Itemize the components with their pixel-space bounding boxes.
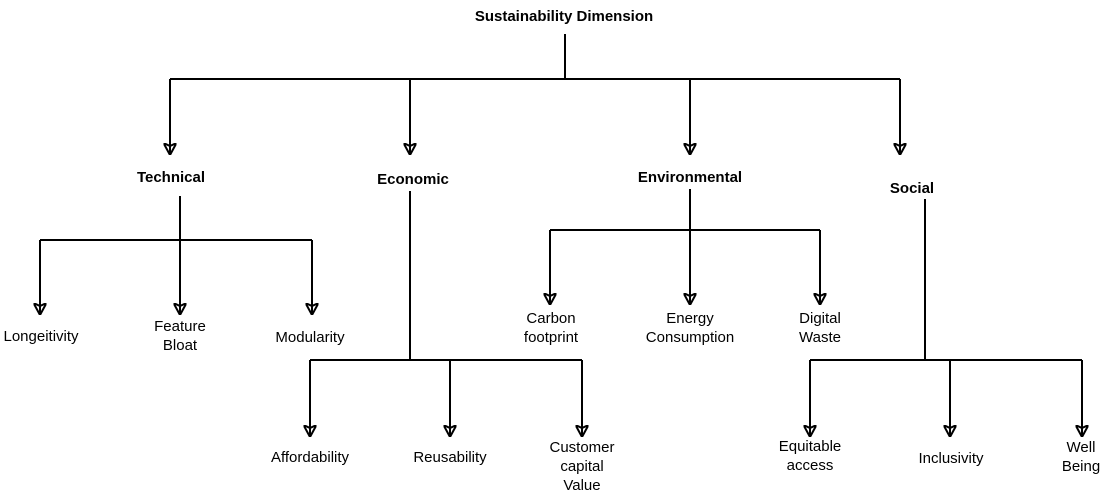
- node-reusability: Reusability: [413, 449, 487, 466]
- node-longeitivity: Longeitivity: [3, 328, 79, 345]
- node-affordability: Affordability: [270, 449, 350, 466]
- node-customer-capital-value: Customer capital Value: [549, 439, 615, 494]
- node-economic: Economic: [377, 171, 449, 188]
- node-digital-waste: Digital Waste: [799, 310, 841, 346]
- node-sustainability-dimension: Sustainability Dimension: [474, 8, 654, 25]
- node-well-being: Well Being: [1061, 439, 1101, 475]
- node-feature-bloat: Feature Bloat: [154, 318, 206, 354]
- node-technical: Technical: [136, 169, 206, 186]
- node-energy-consumption: Energy Consumption: [645, 310, 735, 346]
- node-carbon-footprint: Carbon footprint: [523, 310, 579, 346]
- node-equitable-access: Equitable access: [778, 438, 842, 474]
- node-inclusivity: Inclusivity: [918, 450, 984, 467]
- node-environmental: Environmental: [637, 169, 743, 186]
- node-modularity: Modularity: [275, 329, 345, 346]
- node-social: Social: [889, 180, 935, 197]
